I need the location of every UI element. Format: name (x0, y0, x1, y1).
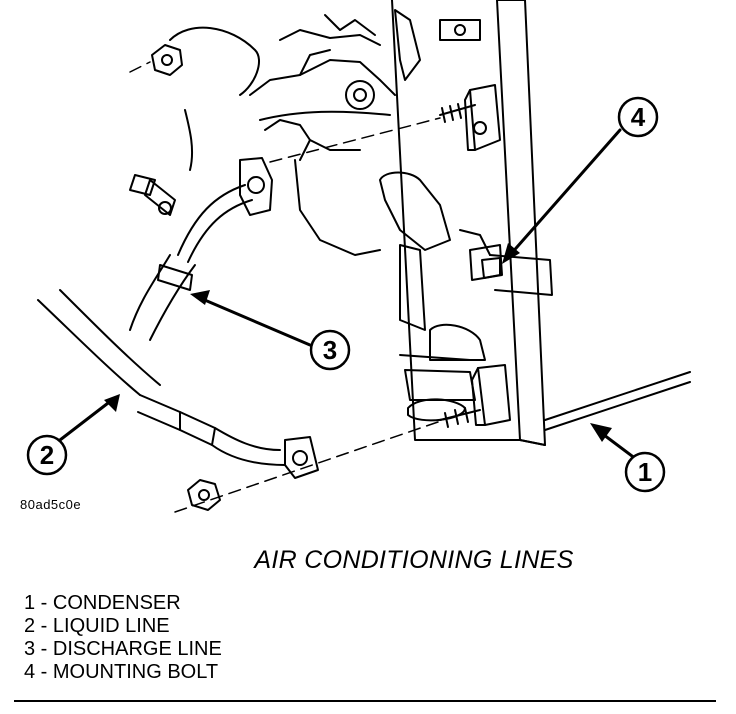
upper-bolt (439, 103, 476, 123)
legend-list: 1 - CONDENSER 2 - LIQUID LINE 3 - DISCHA… (24, 592, 222, 684)
callout-arrowheads (104, 243, 612, 442)
condenser-brackets (464, 84, 511, 426)
figure-code: 80ad5c0e (20, 497, 82, 512)
lower-nut (187, 479, 221, 511)
liquid-line (37, 289, 319, 479)
bottom-divider (14, 700, 716, 702)
legend-item-condenser: 1 - CONDENSER (24, 592, 181, 614)
lower-bolt (439, 407, 481, 428)
legend-item-liquid-line: 2 - LIQUID LINE (24, 615, 170, 637)
ac-lines-illustration: 1 2 3 4 (26, 0, 691, 513)
callout-circles (26, 96, 666, 493)
figure-caption: AIR CONDITIONING LINES (254, 546, 574, 574)
alignment-lines (129, 61, 441, 513)
callout-4-number: 4 (631, 102, 646, 132)
callout-3-number: 3 (323, 335, 337, 365)
condenser (379, 0, 691, 446)
callout-1-number: 1 (638, 457, 652, 487)
legend-item-mounting-bolt: 4 - MOUNTING BOLT (24, 661, 219, 683)
callout-2-number: 2 (40, 440, 54, 470)
engine-bay-outline (169, 14, 396, 256)
callout-leaders (58, 128, 642, 464)
legend-item-discharge-line: 3 - DISCHARGE LINE (24, 638, 222, 660)
discharge-line (129, 157, 273, 341)
upper-nut (151, 44, 183, 76)
mounting-bolt-4 (469, 244, 503, 281)
